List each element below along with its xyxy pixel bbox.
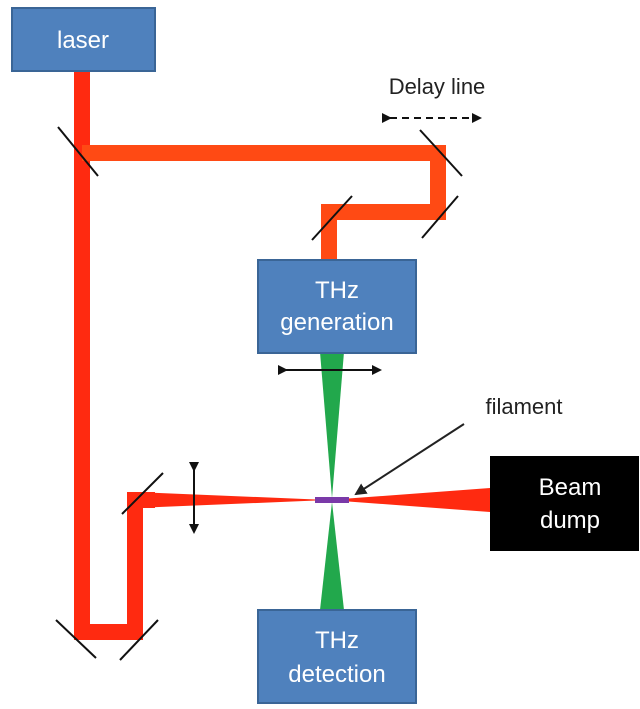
beam-dump-cone [328,488,490,512]
thz-generation-box: THz generation [257,259,417,354]
mirror-icon [121,472,164,515]
filament-label: filament [485,394,562,419]
mirror-icon [419,129,463,177]
filament-pointer-arrow [354,423,465,496]
mirror-icon [55,619,97,659]
laser-label: laser [57,27,109,54]
beam-dump-label-line2: dump [540,507,600,534]
laser-box: laser [11,7,156,72]
thz-generation-label-line2: generation [280,309,393,336]
filament-marker [315,497,349,503]
thz-beam-upper [320,352,344,498]
probe-beam-cone [135,492,328,508]
mirror-icon [421,195,459,239]
mirror-icon [57,126,99,177]
laser-beam-delay-branch [82,145,446,262]
thz-generation-label-line1: THz [315,277,359,304]
thz-detection-label-line1: THz [315,627,359,654]
thz-detection-label-line2: detection [288,661,385,688]
thz-beam-lower [320,502,344,610]
delay-line-label: Delay line [389,74,486,99]
mirror-icon [311,195,353,241]
beam-dump-label-line1: Beam [539,474,602,501]
beam-dump-box: Beam dump [490,456,639,551]
thz-detection-box: THz detection [257,609,417,704]
mirror-icon [119,619,159,661]
